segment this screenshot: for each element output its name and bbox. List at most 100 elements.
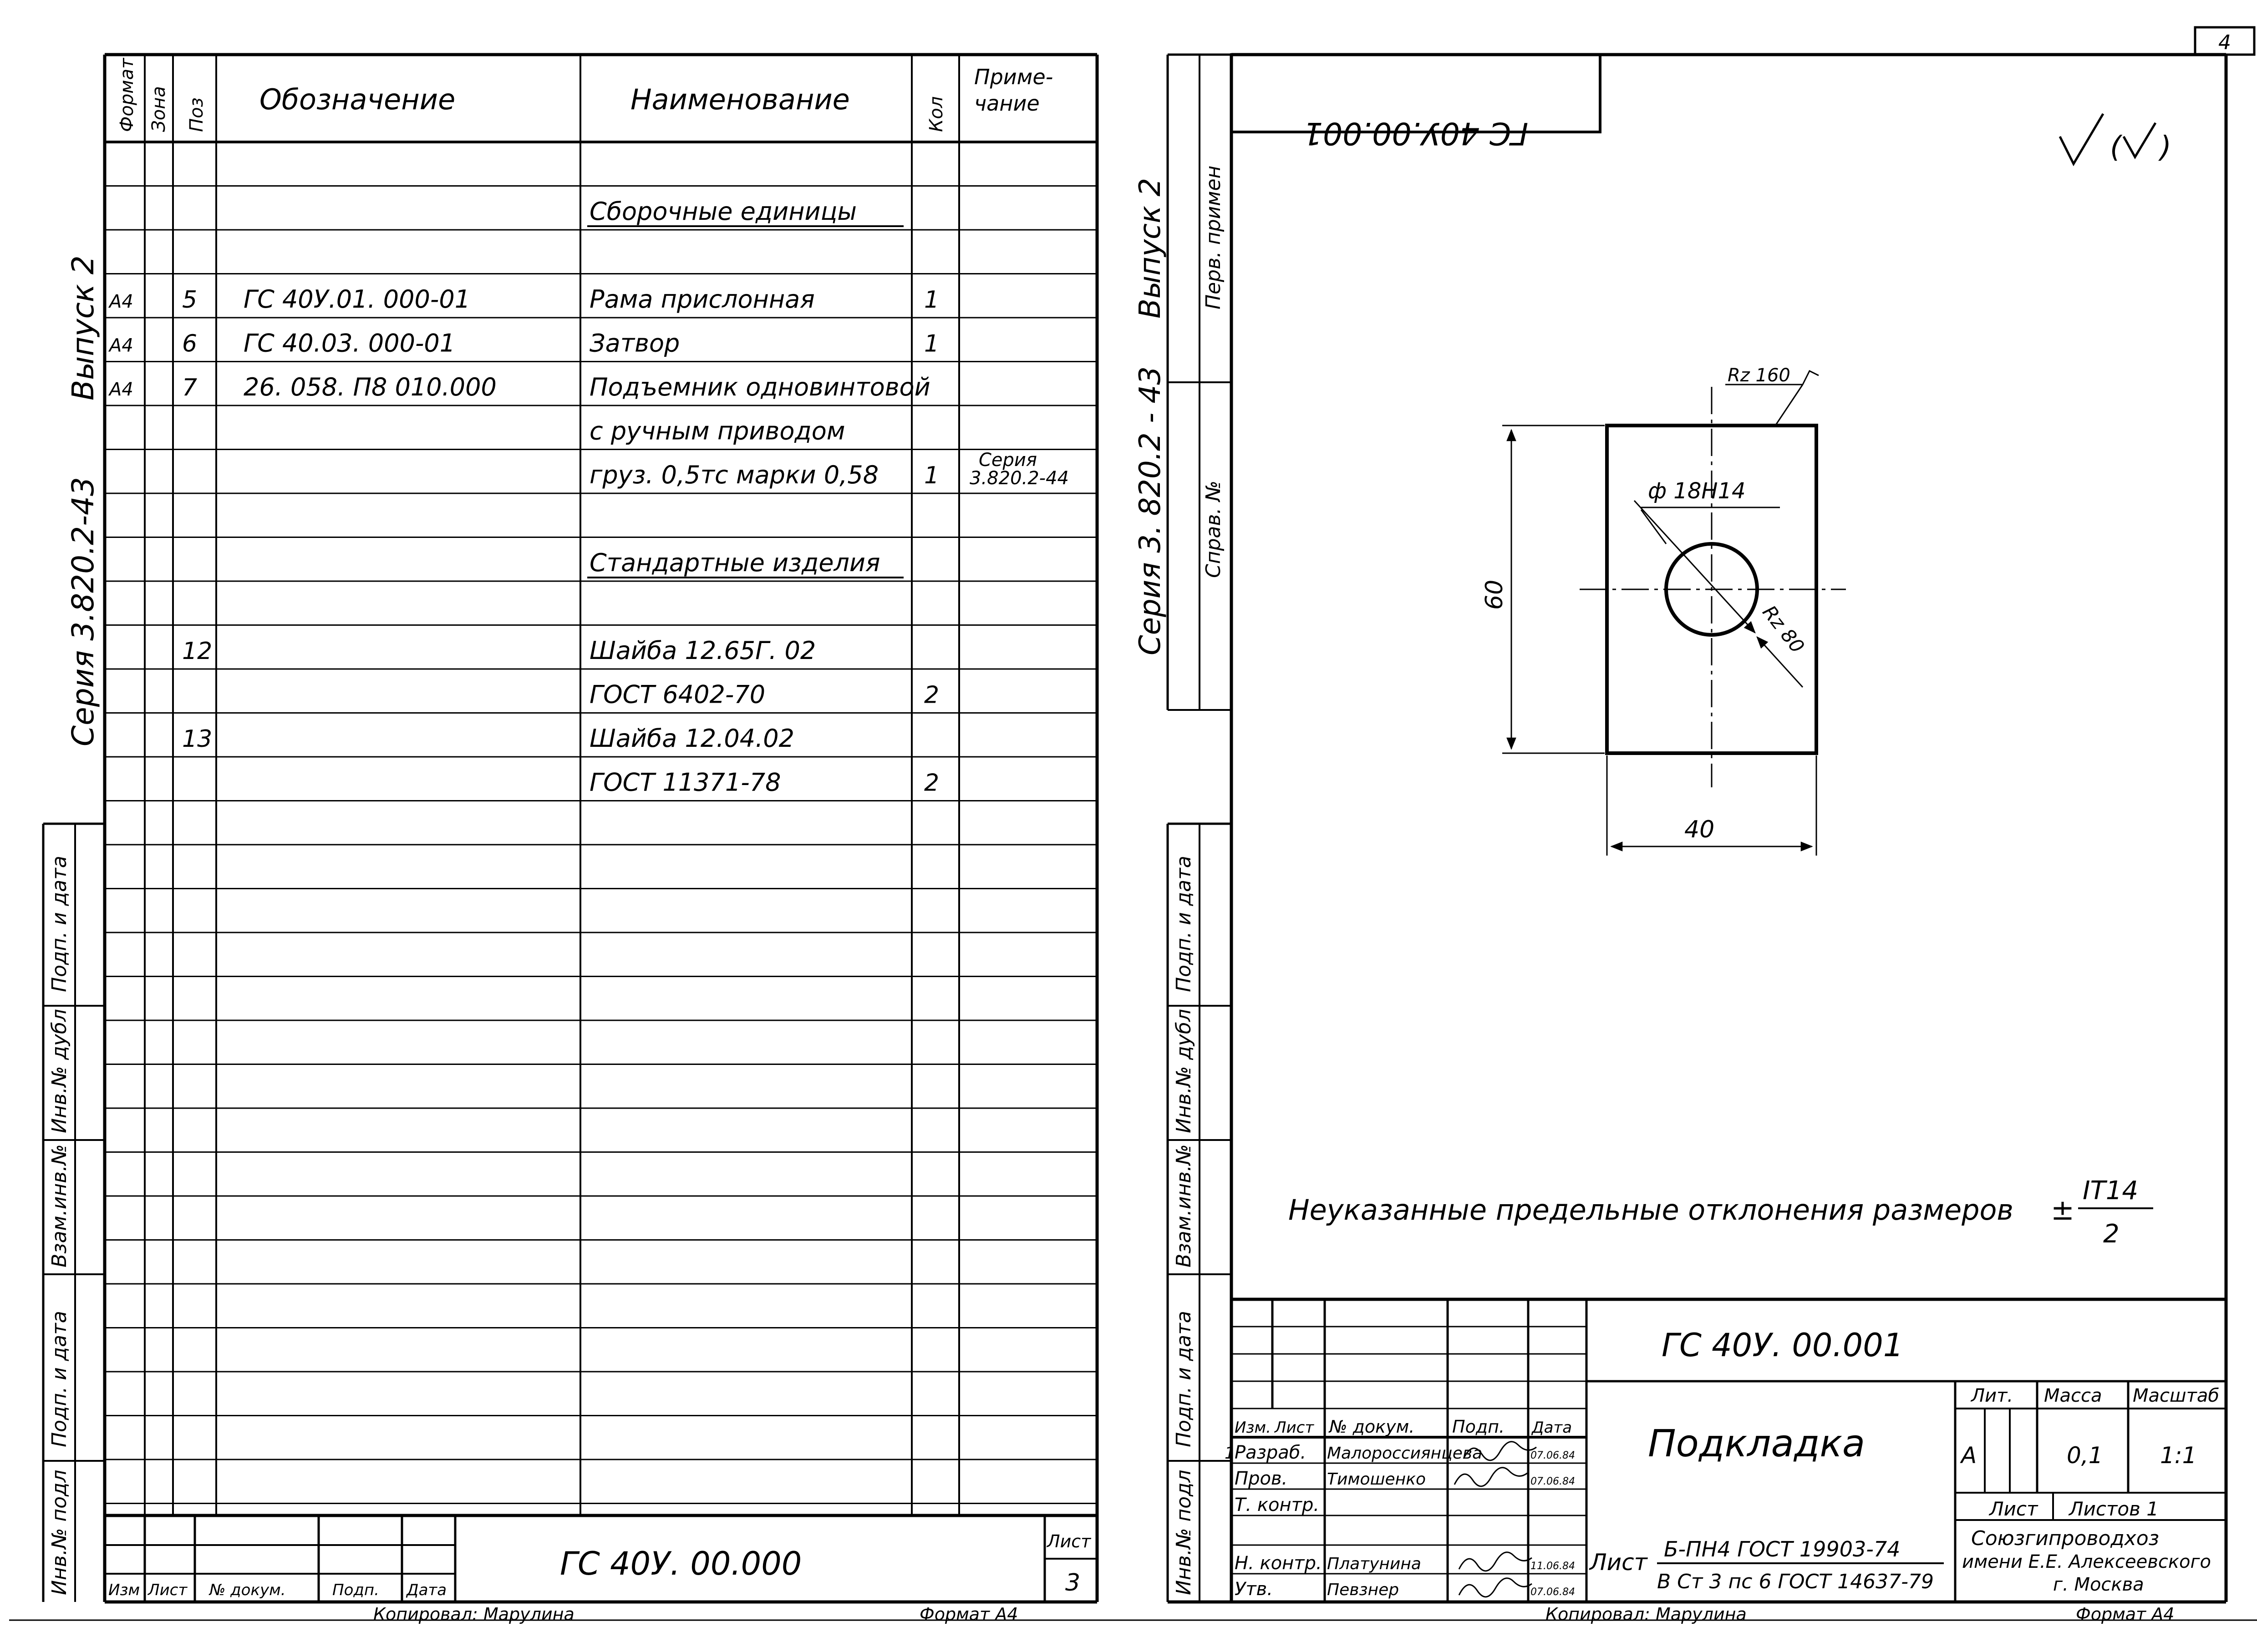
mirrored-designation: ГС 40У.00.001: [1303, 115, 1529, 151]
col-qty-header: Кол: [926, 96, 947, 132]
tolerance-note: Неуказанные предельные отклонения размер…: [1288, 1193, 2013, 1226]
right-margin-issue: Выпуск 2: [1134, 178, 1167, 319]
roughness-close: ): [2158, 131, 2171, 164]
cell-name: Сборочные единицы: [590, 197, 857, 226]
tb-row-mark: 1: [1225, 1444, 1235, 1463]
left-document-designation: ГС 40У. 00.000: [560, 1545, 802, 1582]
cell-qty: 1: [924, 330, 939, 358]
org-line-3: г. Москва: [2053, 1574, 2144, 1595]
roughness-symbol: ( ): [2059, 113, 2171, 167]
tb-sheet-label: Лист: [1046, 1531, 1092, 1551]
cell-designation: ГС 40.03. 000-01: [244, 329, 455, 358]
left-copied-by: Копировал: Марулина: [373, 1604, 574, 1624]
left-sheet: Формат Зона Поз Обозначение Наименование…: [9, 53, 1124, 1624]
material-label: Лист: [1589, 1549, 1648, 1576]
corner-number: 4: [2218, 31, 2231, 54]
right-side-label-4: Подп. и дата: [1172, 1311, 1195, 1447]
right-sheet: Перв. примен Справ. № Серия 3. 820.2 - 4…: [1124, 53, 2257, 1624]
left-side-label-1: Подп. и дата: [48, 856, 71, 992]
tb-role: Пров.: [1235, 1468, 1287, 1489]
left-side-label-5: Инв.№ подл: [48, 1470, 71, 1595]
hole-circle: [1664, 542, 1759, 637]
cell-name: Шайба 12.65Г. 02: [590, 636, 816, 665]
cell-qty: 2: [924, 770, 939, 797]
left-format: Формат А4: [920, 1604, 1018, 1624]
signature-mark: [1458, 1577, 1532, 1598]
cell-pos: 7: [182, 374, 197, 401]
tolerance-sign: ±: [2051, 1193, 2074, 1226]
cell-pos: 13: [182, 725, 212, 753]
tb-person: Тимошенко: [1327, 1470, 1426, 1489]
cell-qty: 1: [924, 462, 939, 489]
cell-name: Рама прислонная: [590, 285, 815, 314]
left-side-label-4: Подп. и дата: [48, 1311, 71, 1447]
col-pos-header: Поз: [186, 97, 207, 132]
height-dimension: 60: [1481, 580, 1508, 610]
tb-sheet-number: 3: [1065, 1569, 1080, 1596]
tb-head-date: Дата: [1531, 1419, 1572, 1437]
tb-head-izm: Изм.: [1235, 1419, 1271, 1437]
org-line-2: имени Е.Е. Алексеевского: [1962, 1551, 2211, 1572]
hole-roughness: Rz 80: [1758, 601, 1809, 657]
tb-lit: Лит.: [1970, 1385, 2013, 1406]
tb-sign: Подп.: [332, 1581, 379, 1599]
col-designation-header: Обозначение: [259, 83, 455, 116]
org-line-1: Союзгипроводхоз: [1971, 1527, 2159, 1550]
cell-name: груз. 0,5тс марки 0,58: [590, 461, 879, 489]
tb-mass-value: 0,1: [2067, 1442, 2103, 1469]
cell-qty: 2: [924, 682, 939, 709]
signature-mark: [1458, 1551, 1532, 1572]
hole-dimension: ф 18Н14: [1648, 478, 1746, 504]
cell-name: ГОСТ 11371-78: [590, 768, 781, 797]
signature-mark: [1463, 1441, 1537, 1461]
tb-role: Утв.: [1235, 1579, 1273, 1600]
right-side-label-1: Подп. и дата: [1172, 856, 1195, 992]
tb-person: Малороссиянцева: [1327, 1444, 1482, 1463]
surface-roughness: Rz 160: [1728, 365, 1790, 386]
tb-role: Т. контр.: [1235, 1495, 1319, 1515]
col-zone-header: Зона: [148, 86, 169, 132]
left-side-label-2: Инв.№ дубл: [48, 1009, 71, 1133]
tb-role: Разраб.: [1235, 1442, 1306, 1463]
tolerance-denominator: 2: [2103, 1219, 2120, 1249]
tb-date: Дата: [406, 1581, 447, 1599]
tb-person-date: 07.06.84: [1530, 1476, 1575, 1487]
cell-pos: 12: [182, 638, 212, 665]
cell-designation: ГС 40У.01. 000-01: [244, 285, 470, 314]
cell-name: с ручным приводом: [590, 417, 845, 446]
tb-sheet: Лист: [1988, 1498, 2038, 1520]
part-title: Подкладка: [1648, 1422, 1865, 1465]
cell-format: А4: [108, 335, 133, 356]
cell-pos: 6: [182, 330, 197, 358]
tb-doc-no: № докум.: [208, 1581, 286, 1599]
tb-role: Н. контр.: [1235, 1553, 1322, 1574]
cell-qty: 1: [924, 286, 939, 314]
tb-scale-value: 1:1: [2160, 1442, 2196, 1469]
width-dimension: 40: [1684, 816, 1714, 843]
tb-sheets: Листов 1: [2068, 1498, 2159, 1520]
tb-person-date: 11.06.84: [1530, 1561, 1575, 1572]
right-side-label-3: Взам.инв.№: [1172, 1144, 1195, 1267]
part-designation: ГС 40У. 00.001: [1662, 1327, 1903, 1364]
cell-name: Затвор: [590, 329, 680, 358]
material-line-2: В Ст 3 пс 6 ГОСТ 14637-79: [1657, 1570, 1934, 1593]
right-copied-by: Копировал: Марулина: [1545, 1604, 1747, 1624]
left-side-label-3: Взам.инв.№: [48, 1144, 71, 1267]
col-format-header: Формат: [117, 57, 137, 132]
cell-designation: 26. 058. П8 010.000: [244, 373, 497, 401]
right-side-label-2: Инв.№ дубл: [1172, 1009, 1195, 1133]
cell-name: Подъемник одновинтовой: [590, 373, 930, 401]
tb-head-sign: Подп.: [1452, 1417, 1505, 1437]
right-perv-primen: Перв. примен: [1202, 166, 1225, 309]
cell-format: А4: [108, 379, 133, 400]
left-margin-series: Серия 3.820.2-43: [66, 477, 101, 746]
right-margin-series: Серия 3. 820.2 - 43: [1134, 366, 1167, 655]
cell-name: ГОСТ 6402-70: [590, 680, 765, 709]
tb-person: Платунина: [1327, 1555, 1421, 1573]
tb-list: Лист: [147, 1581, 188, 1599]
right-format: Формат А4: [2076, 1604, 2174, 1624]
col-name-header: Наименование: [630, 83, 850, 116]
tb-izm: Изм: [108, 1581, 140, 1599]
